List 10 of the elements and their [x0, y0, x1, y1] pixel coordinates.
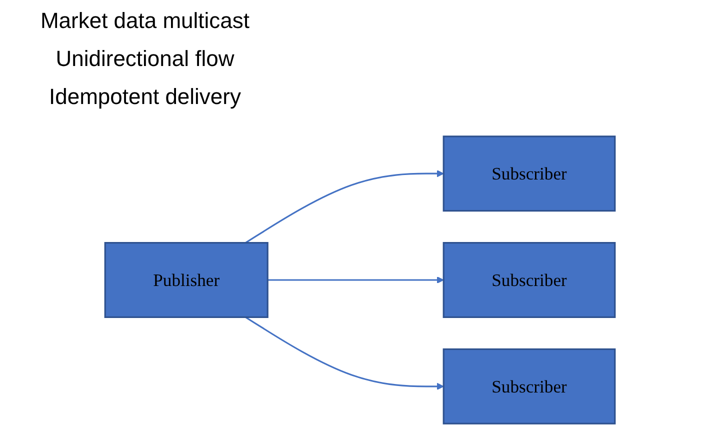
note-text: Idempotent delivery	[49, 84, 241, 110]
process-box: Subscriber	[442, 242, 616, 318]
process-box: Subscriber	[442, 348, 616, 424]
note-text: Market data multicast	[40, 8, 250, 34]
note-text: Unidirectional flow	[56, 46, 234, 72]
arrow	[268, 276, 444, 284]
process-box: Subscriber	[442, 136, 616, 212]
process-box: Publisher	[104, 242, 268, 318]
arrow	[245, 316, 444, 390]
arrow	[245, 170, 444, 244]
